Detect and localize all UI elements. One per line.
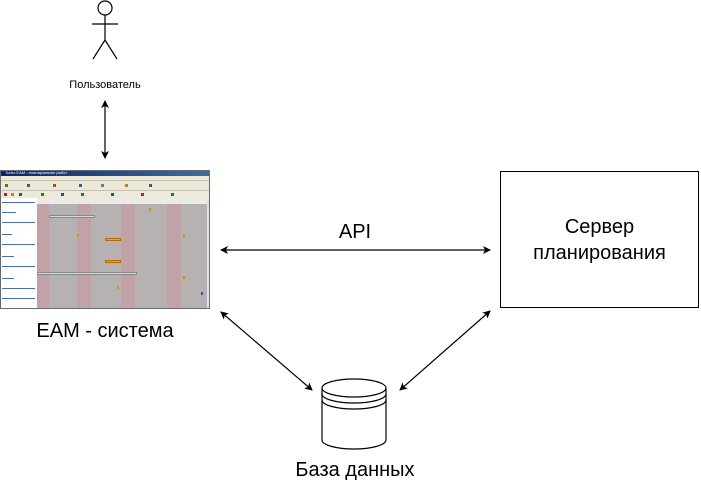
gantt-band [121, 204, 135, 308]
eam-toolbar [1, 180, 209, 191]
task-row [2, 298, 35, 299]
task-row [2, 212, 16, 213]
toolbar-icon [125, 184, 128, 187]
toolbar-icon [111, 193, 114, 196]
task-row [2, 234, 12, 235]
gantt-band [77, 204, 91, 308]
connector-eam-db [220, 311, 313, 391]
eam-toolbar-secondary [1, 190, 209, 198]
eam-menu-bar [1, 176, 209, 180]
planning-server-label: Сервер планирования [533, 215, 666, 264]
gantt-bar [105, 238, 121, 241]
connector-server-db [399, 310, 491, 391]
eam-window-title: Turbo EAM - планирование работ [5, 170, 68, 175]
task-row [2, 288, 35, 289]
task-row [2, 266, 35, 267]
gantt-band [167, 204, 181, 308]
task-row [2, 256, 14, 257]
toolbar-icon [11, 193, 14, 196]
api-label: API [338, 221, 372, 243]
eam-task-list [1, 198, 38, 308]
planning-server-box: Сервер планирования [500, 171, 699, 308]
task-row [2, 222, 35, 223]
stick-figure-icon [92, 0, 118, 60]
user-label: Пользователь [69, 79, 141, 91]
gantt-timeline-header [37, 198, 207, 204]
gantt-band [37, 204, 49, 308]
gantt-bar [105, 260, 121, 263]
task-row [2, 244, 35, 245]
toolbar-icon [41, 193, 44, 196]
toolbar-icon [141, 193, 144, 196]
gantt-marker [117, 286, 119, 289]
eam-screenshot: Turbo EAM - планирование работ [0, 170, 210, 309]
gantt-marker [183, 276, 185, 279]
toolbar-icon [53, 184, 56, 187]
eam-gantt-chart [37, 198, 207, 308]
toolbar-icon [5, 184, 8, 187]
toolbar-icon [79, 184, 82, 187]
toolbar-icon [27, 184, 30, 187]
database-cylinder-icon [321, 378, 387, 450]
toolbar-icon [149, 184, 152, 187]
gantt-bar [37, 272, 137, 275]
eam-scrollbar[interactable] [207, 198, 209, 308]
toolbar-icon [19, 193, 22, 196]
toolbar-icon [171, 193, 174, 196]
toolbar-icon [61, 193, 64, 196]
gantt-marker [183, 234, 185, 237]
gantt-marker [149, 208, 151, 211]
database-label: База данных [295, 459, 415, 481]
toolbar-icon [4, 193, 7, 196]
gantt-marker [77, 234, 79, 237]
task-row [2, 278, 14, 279]
eam-title-bar: Turbo EAM - планирование работ [1, 171, 209, 176]
toolbar-icon [81, 193, 84, 196]
eam-system-label: EAM - система [36, 320, 174, 342]
gantt-marker [201, 292, 203, 295]
toolbar-icon [101, 184, 104, 187]
gantt-bar [49, 215, 95, 218]
task-row [2, 202, 35, 203]
